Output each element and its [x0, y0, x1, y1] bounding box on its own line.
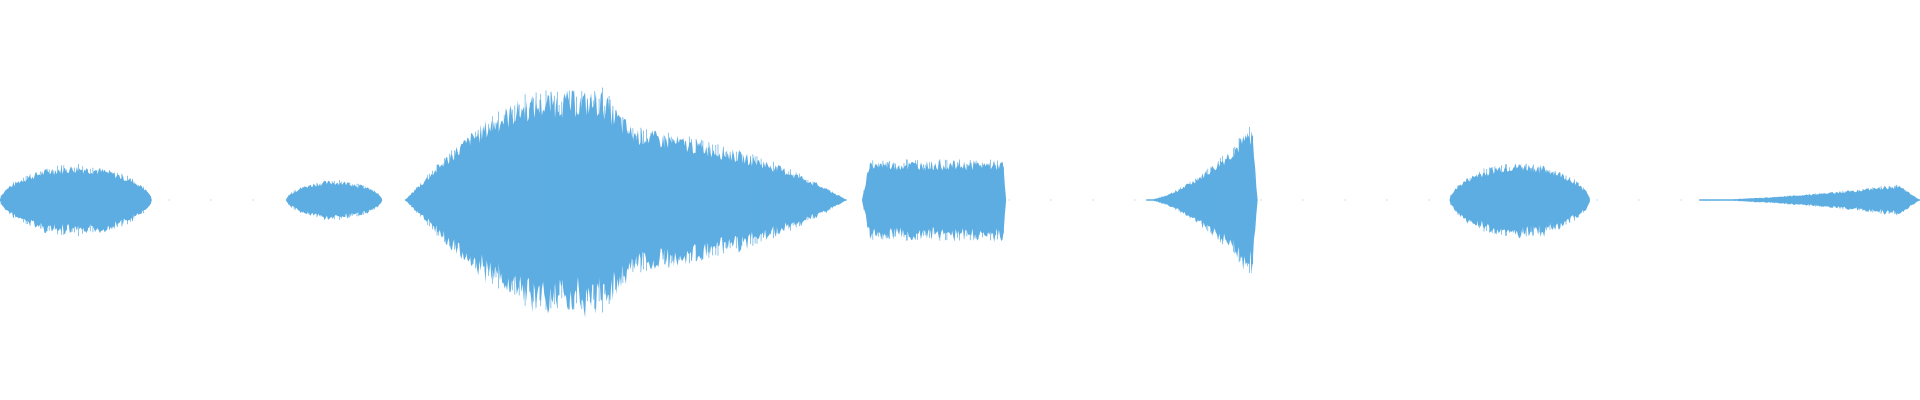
- waveform-segment-6-detail: [1450, 163, 1590, 237]
- waveform-segments: [0, 87, 1920, 318]
- waveform-segment-7: [1699, 185, 1920, 215]
- waveform-segment-2-detail: [288, 180, 379, 220]
- waveform-segment-7-detail: [1739, 184, 1919, 216]
- waveform-segment-5-detail: [1156, 127, 1254, 273]
- waveform-segment-1-detail: [0, 164, 152, 236]
- waveform-segment-3: [405, 90, 847, 318]
- waveform-segment-1: [0, 166, 152, 235]
- waveform-segment-6: [1449, 163, 1590, 239]
- waveform-segment-4-detail: [863, 159, 1004, 241]
- waveform-segment-3-detail: [408, 87, 844, 313]
